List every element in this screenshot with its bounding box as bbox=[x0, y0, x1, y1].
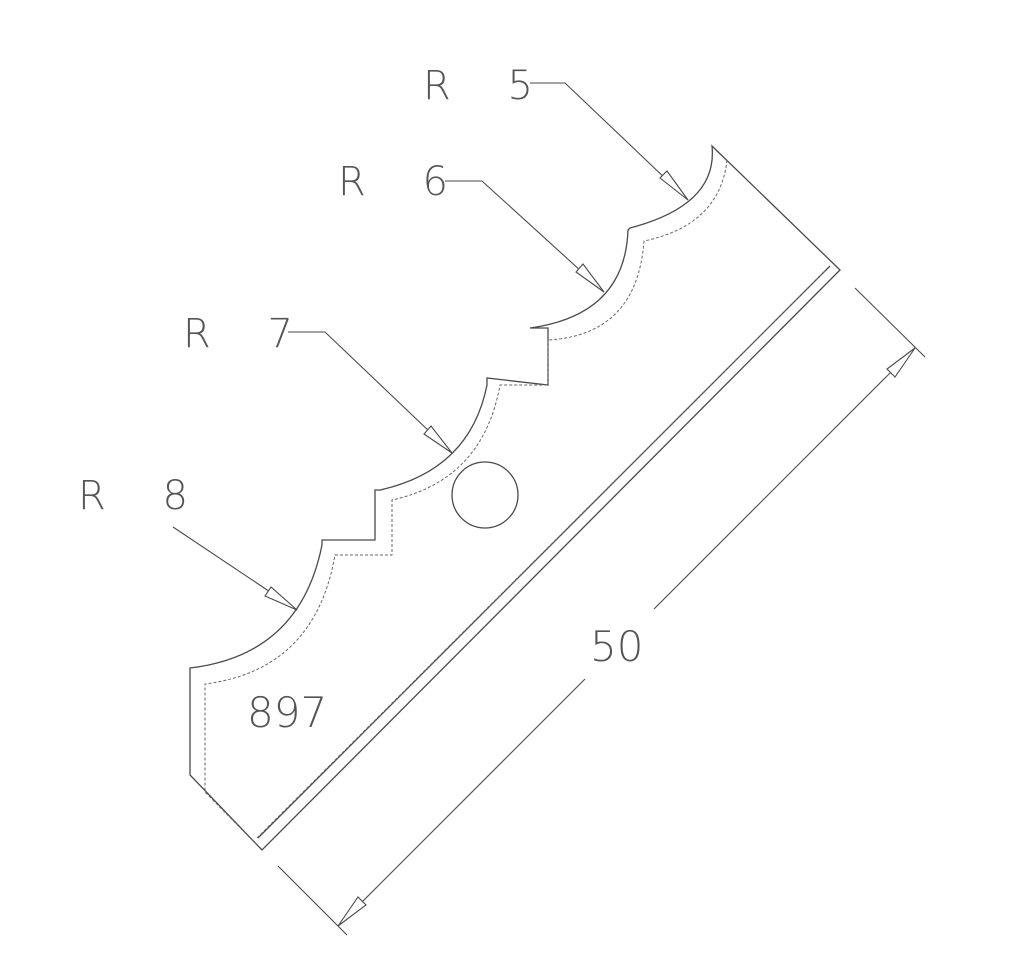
dimension-value: 50 bbox=[590, 622, 644, 671]
radius-label-r6: R 6 bbox=[338, 159, 470, 205]
part-number: 897 bbox=[247, 688, 328, 737]
extension-line-top bbox=[854, 287, 926, 358]
dimension-line-upper bbox=[653, 347, 916, 610]
leader-r5 bbox=[530, 82, 689, 201]
arrow-r8[interactable] bbox=[264, 586, 298, 611]
extension-line-bottom bbox=[277, 865, 348, 936]
inner-offset-dashed bbox=[204, 159, 728, 846]
arrow-r6[interactable] bbox=[575, 263, 605, 293]
dimension-arrow-top[interactable] bbox=[886, 347, 916, 378]
hole-circle bbox=[451, 461, 519, 529]
radius-label-r7: R 7 bbox=[183, 311, 315, 357]
arrow-r5[interactable] bbox=[659, 170, 689, 201]
radius-label-r5: R 5 bbox=[423, 63, 555, 109]
arrow-r7[interactable] bbox=[423, 425, 453, 454]
profile-outline bbox=[189, 144, 841, 851]
leader-r6 bbox=[445, 180, 605, 293]
leader-r7 bbox=[288, 331, 453, 454]
dimension-line-lower bbox=[337, 678, 586, 927]
dimension-arrow-bottom[interactable] bbox=[337, 896, 367, 927]
radius-label-r8: R 8 bbox=[78, 473, 210, 519]
inner-bottom-dashed bbox=[256, 269, 827, 839]
